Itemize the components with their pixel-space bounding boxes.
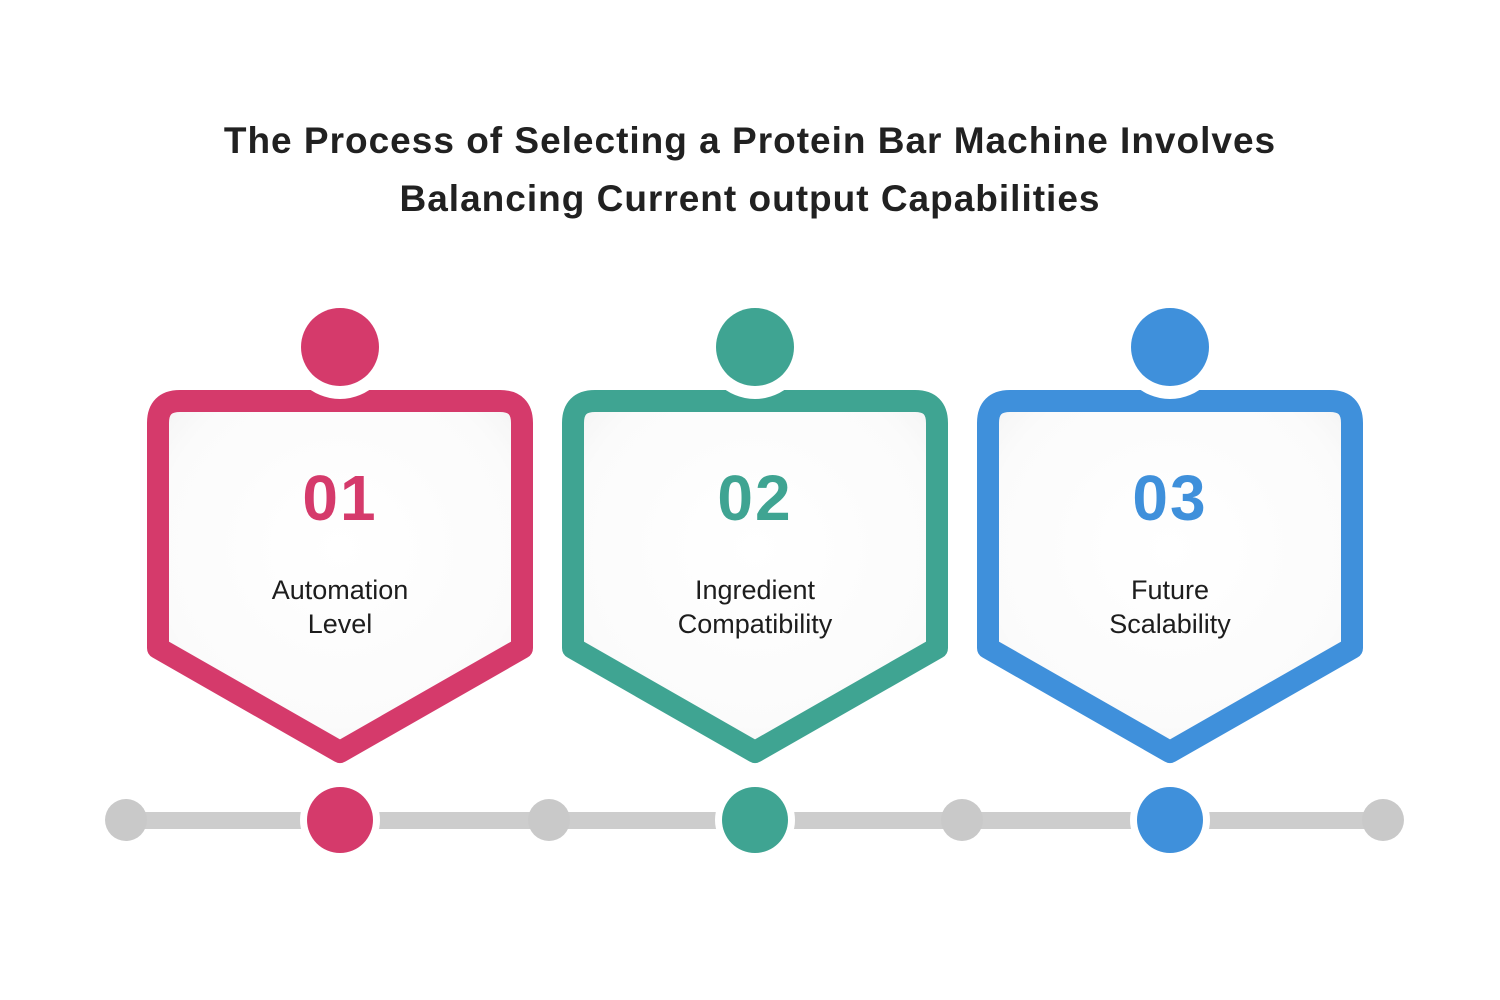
step-number: 02 (717, 462, 793, 534)
timeline-step-dot-1 (307, 787, 373, 853)
step-number: 03 (1132, 462, 1208, 534)
timeline-node-mid-2 (941, 799, 983, 841)
step-dot-icon (1131, 308, 1209, 386)
shield-badge-icon (562, 305, 948, 763)
shield-outline (562, 390, 948, 763)
step-dot-icon (301, 308, 379, 386)
shield-badge-icon (147, 305, 533, 763)
step-card-3: 03 Future Scalability (975, 305, 1365, 770)
timeline-node-start (105, 799, 147, 841)
step-card-2: 02 Ingredient Compatibility (560, 305, 950, 770)
timeline-node-mid-1 (528, 799, 570, 841)
step-label: Automation Level (271, 575, 409, 639)
shield-outline (147, 390, 533, 763)
shield-badge-icon (977, 305, 1363, 763)
title-line-2: Balancing Current output Capabilities (399, 178, 1101, 219)
title-line-1: The Process of Selecting a Protein Bar M… (223, 120, 1277, 161)
timeline-step-dot-2 (722, 787, 788, 853)
step-number: 01 (302, 462, 378, 534)
timeline-node-end (1362, 799, 1404, 841)
step-card-1: 01 Automation Level (145, 305, 535, 770)
step-dot-icon (716, 308, 794, 386)
step-label: Future Scalability (1109, 575, 1231, 639)
shield-outline (977, 390, 1363, 763)
page-title: The Process of Selecting a Protein Bar M… (0, 112, 1500, 228)
timeline-step-dot-3 (1137, 787, 1203, 853)
step-label: Ingredient Compatibility (677, 575, 833, 639)
